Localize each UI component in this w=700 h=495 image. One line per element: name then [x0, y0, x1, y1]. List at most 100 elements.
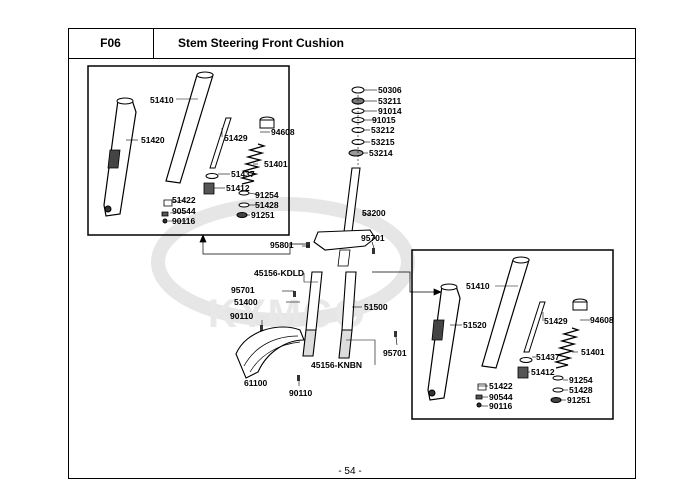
label-51412-left: 51412	[226, 183, 250, 193]
left-tube-top	[196, 71, 214, 79]
label-51520: 51520	[463, 320, 487, 330]
right-fork-parts	[427, 256, 588, 408]
right-bolt-90544	[475, 394, 483, 400]
stem-lower	[337, 249, 351, 267]
left-leader-lines	[126, 98, 270, 222]
label-51422-right: 51422	[489, 381, 513, 391]
right-tube-top	[512, 256, 530, 264]
right-slider-top	[440, 283, 458, 291]
label-91015: 91015	[372, 115, 396, 125]
right-slider-clamp	[431, 319, 445, 341]
label-91251-right: 91251	[567, 395, 591, 405]
section-code: F06	[68, 28, 154, 58]
label-53214: 53214	[369, 148, 393, 158]
label-94608-right: 94608	[590, 315, 614, 325]
bolt-90110-bottom	[297, 375, 300, 381]
label-51429-right: 51429	[544, 316, 568, 326]
left-inset-box	[87, 65, 290, 236]
label-61100: 61100	[244, 378, 267, 388]
label-90110-top: 90110	[230, 311, 253, 321]
header-bar: F06 Stem Steering Front Cushion	[68, 28, 636, 59]
label-51401-left: 51401	[264, 159, 288, 169]
label-53200: 53200	[362, 208, 386, 218]
stem-top-labels: 50306 53211 91014 91015 53212 53215 5321…	[369, 85, 402, 158]
right-fork-tube	[481, 259, 530, 369]
right-washer-51437	[519, 357, 533, 363]
left-slider-axle	[104, 205, 112, 213]
bolt-95701-top	[372, 248, 375, 254]
left-piece-51422	[163, 199, 173, 207]
right-ring-91254	[552, 375, 564, 381]
label-51429-left: 51429	[224, 133, 248, 143]
label-51400: 51400	[234, 297, 258, 307]
right-cap-body	[572, 301, 588, 311]
fork-leg-51500-lower	[338, 329, 353, 359]
bolt-90110-top	[260, 325, 263, 331]
bolt-95701-left	[293, 291, 296, 297]
page-frame	[68, 28, 636, 479]
left-slider-top	[116, 97, 134, 105]
right-connector	[372, 271, 442, 296]
label-95701-top: 95701	[361, 233, 385, 243]
label-53212: 53212	[371, 125, 395, 135]
label-51401-right: 51401	[581, 347, 605, 357]
label-45156-knbn: 45156-KNBN	[311, 360, 362, 370]
label-90110-bottom: 90110	[289, 388, 312, 398]
page-number: - 54 -	[338, 466, 362, 477]
label-94608-left: 94608	[271, 127, 295, 137]
right-leader-lines	[450, 285, 590, 407]
stem-crown	[313, 229, 376, 251]
label-53211: 53211	[378, 96, 401, 106]
page-title: Stem Steering Front Cushion	[178, 36, 345, 50]
left-fork-parts	[103, 71, 275, 224]
label-51422-left: 51422	[172, 195, 196, 205]
left-bolt-90544	[161, 211, 169, 217]
label-51412-right: 51412	[531, 367, 555, 377]
left-slider-clamp	[107, 149, 121, 169]
label-95801: 95801	[270, 240, 294, 250]
right-labels: 51410 51520 51429 94608 51401 51437 5141…	[463, 281, 614, 411]
right-seal-91251	[550, 397, 562, 403]
left-cap-body	[259, 119, 275, 129]
label-90544-left: 90544	[172, 206, 196, 216]
label-51437-left: 51437	[231, 169, 255, 179]
left-spring	[239, 143, 267, 185]
label-53215: 53215	[371, 137, 395, 147]
stem-labels: 53200 95801 95701 45156-KDLD 95701 51400…	[230, 208, 407, 398]
label-90116-left: 90116	[172, 216, 195, 226]
label-45156-kdld: 45156-KDLD	[254, 268, 304, 278]
right-damper-rod	[523, 301, 546, 353]
right-slider-axle	[428, 389, 436, 397]
left-labels: 51410 51420 51429 94608 51401 51437 5141…	[141, 95, 295, 226]
label-50306: 50306	[378, 85, 402, 95]
fork-leg-51400-lower	[302, 329, 317, 357]
right-fork-slider	[427, 285, 461, 401]
label-51410-right: 51410	[466, 281, 490, 291]
front-fender	[235, 326, 305, 379]
fender-body	[235, 326, 305, 379]
left-fork-tube	[165, 74, 214, 184]
right-ring-51428	[552, 387, 564, 393]
label-95701-right: 95701	[383, 348, 407, 358]
steering-stem	[302, 167, 376, 359]
label-91251-left: 91251	[251, 210, 275, 220]
left-washer-90116	[162, 218, 168, 224]
right-washer-90116	[476, 402, 482, 408]
left-ring-51428	[238, 202, 250, 208]
right-spring	[553, 327, 581, 369]
right-piece-51412	[517, 366, 529, 379]
label-91254-right: 91254	[569, 375, 593, 385]
part-50306	[351, 86, 365, 94]
left-seal-91251	[236, 212, 248, 218]
left-piece-51412	[203, 182, 215, 195]
stem-top-parts	[348, 86, 365, 157]
fender-rib-2	[249, 341, 301, 373]
part-53214	[348, 149, 364, 157]
label-51437-right: 51437	[536, 352, 560, 362]
right-inset-box	[411, 249, 614, 420]
bolt-95801	[306, 242, 310, 248]
stem-bolts	[260, 242, 397, 381]
label-91254-left: 91254	[255, 190, 279, 200]
label-95701-left: 95701	[231, 285, 255, 295]
